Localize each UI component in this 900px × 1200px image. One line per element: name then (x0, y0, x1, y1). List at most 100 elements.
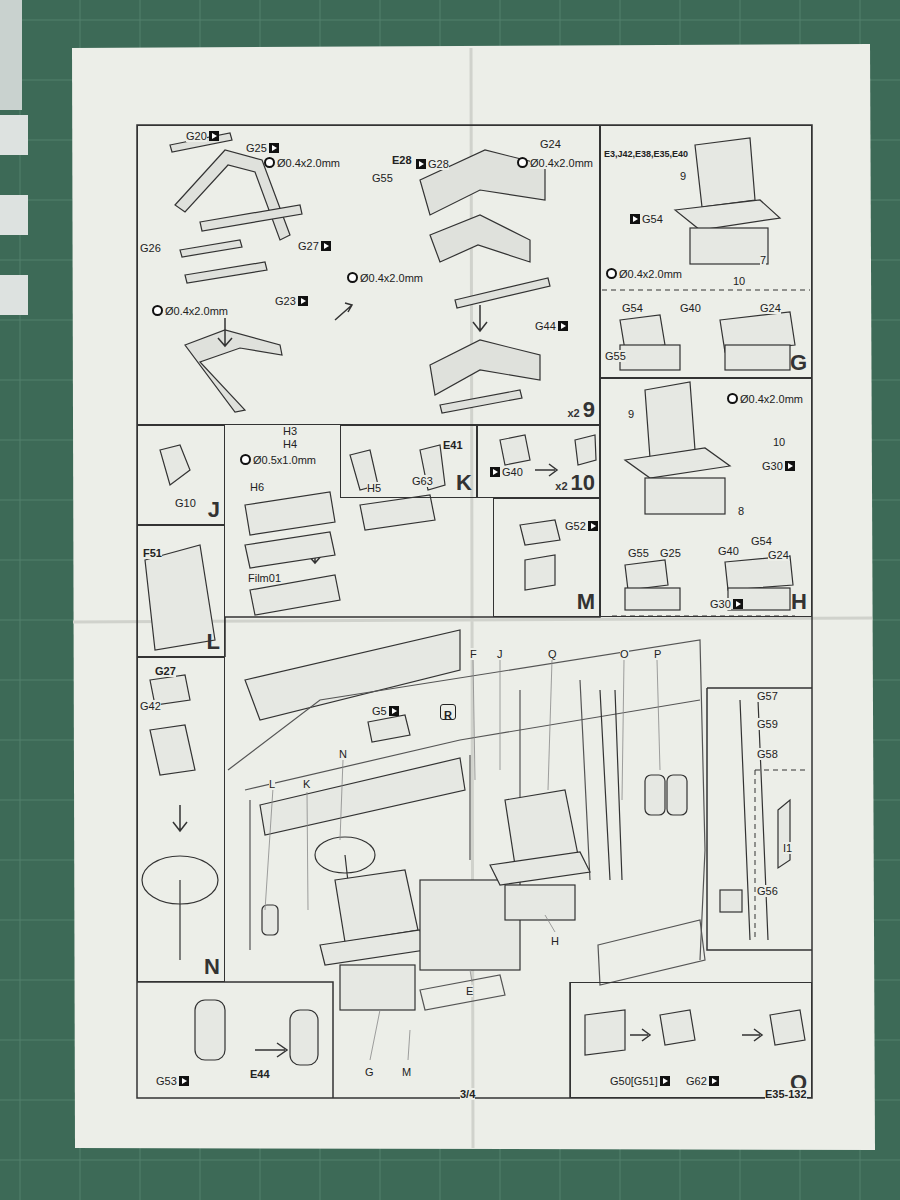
part-label-group: G25 (660, 547, 681, 560)
part-label-group: F51 (143, 547, 162, 560)
part-number: G54 (622, 302, 643, 314)
seat-drawings (142, 138, 805, 1065)
part-label-group: G26 (140, 242, 161, 255)
part-number: 9 (628, 408, 634, 420)
part-label-group: E44 (250, 1068, 270, 1081)
part-label-group: Ø0.5x1.0mm (238, 454, 316, 467)
part-label-group: G54 (622, 302, 643, 315)
registration-mark: R (440, 704, 456, 720)
part-label-group: H5 (367, 482, 381, 495)
part-label-group: G58 (757, 748, 778, 761)
step-letter: K (456, 470, 472, 495)
step-arrows (173, 303, 762, 1057)
part-label-group: Ø0.4x2.0mm (150, 305, 228, 318)
part-number: E41 (443, 439, 463, 451)
part-label-group: Ø0.4x2.0mm (345, 272, 423, 285)
part-number: G25 (660, 547, 681, 559)
part-number: G55 (605, 350, 626, 362)
cut-part-icon (321, 241, 331, 251)
part-number: G63 (412, 475, 433, 487)
step-letter: M (577, 589, 595, 614)
part-number: G20 (186, 130, 207, 142)
part-label-group: G54 (751, 535, 772, 548)
step-id: N (204, 954, 220, 980)
part-number: G54 (642, 213, 663, 225)
part-number: E3,J42,E38,E35,E40 (604, 149, 688, 159)
step-letter: 9 (583, 397, 595, 422)
part-number: Ø0.4x2.0mm (740, 393, 803, 405)
part-label-group: 7 (760, 254, 766, 267)
part-label-group: F (470, 648, 477, 661)
leader-lines (265, 660, 660, 1060)
part-number: E35-132 (765, 1088, 807, 1100)
part-number: H3 (283, 425, 297, 437)
drill-icon (264, 157, 275, 168)
drill-icon (240, 454, 251, 465)
step-id: L (207, 629, 220, 655)
mark-letter: R (444, 709, 452, 721)
part-number: G30 (710, 598, 731, 610)
step-panel: G (600, 125, 812, 378)
cut-part-icon (298, 296, 308, 306)
part-number: G58 (757, 748, 778, 760)
part-label-group: G23 (275, 295, 310, 308)
part-number: Q (548, 648, 557, 660)
step-letter: H (791, 589, 807, 614)
part-label-group: O (620, 648, 629, 661)
part-number: 9 (680, 170, 686, 182)
part-number: 3/4 (460, 1088, 475, 1100)
part-label-group: 10 (773, 436, 785, 449)
part-label-group: L (269, 778, 275, 791)
part-number: E28 (392, 154, 412, 166)
part-label-group: H6 (250, 481, 264, 494)
part-label-group: G55 (628, 547, 649, 560)
drill-icon (606, 268, 617, 279)
part-number: G50[G51] (610, 1075, 658, 1087)
part-number: G59 (757, 718, 778, 730)
part-number: G57 (757, 690, 778, 702)
part-label-group: G55 (372, 172, 393, 185)
part-label-group: Ø0.4x2.0mm (604, 268, 682, 281)
step-id: G (790, 350, 807, 376)
cut-part-icon (660, 1076, 670, 1086)
part-label-group: E28 (392, 154, 412, 167)
quantity-mark: x2 (555, 480, 567, 492)
part-number: E (466, 985, 473, 997)
part-number: F51 (143, 547, 162, 559)
part-label-group: G40 (680, 302, 701, 315)
part-label-group: G40 (488, 466, 523, 479)
step-panel: K (340, 425, 477, 498)
part-label-group: H3 (283, 425, 297, 438)
cut-part-icon (558, 321, 568, 331)
part-number: G42 (140, 700, 161, 712)
step-letter: G (790, 350, 807, 375)
cut-part-icon (179, 1076, 189, 1086)
part-label-group: G24 (768, 549, 789, 562)
cut-part-icon (630, 214, 640, 224)
part-number: F (470, 648, 477, 660)
cut-part-icon (389, 706, 399, 716)
step-letter: J (208, 497, 220, 522)
paint-tags (0, 0, 28, 315)
step-letter: 10 (571, 470, 595, 495)
part-label-group: 9 (680, 170, 686, 183)
step-id: K (456, 470, 472, 496)
part-label-group: G30 (710, 598, 745, 611)
cut-part-icon (416, 159, 426, 169)
part-number: G5 (372, 705, 387, 717)
part-label-group: E41 (443, 439, 463, 452)
part-number: J (497, 648, 503, 660)
part-number: G40 (502, 466, 523, 478)
seat-frame-parts (170, 133, 550, 413)
part-label-group: G44 (535, 320, 570, 333)
part-number: G44 (535, 320, 556, 332)
part-number: G40 (680, 302, 701, 314)
part-label-group: 10 (733, 275, 745, 288)
part-label-group: G5 (372, 705, 401, 718)
part-number: K (303, 778, 310, 790)
part-number: Ø0.4x2.0mm (619, 268, 682, 280)
part-number: G24 (760, 302, 781, 314)
step-panel: x2 10 (477, 425, 600, 498)
part-label-group: G55 (605, 350, 626, 363)
